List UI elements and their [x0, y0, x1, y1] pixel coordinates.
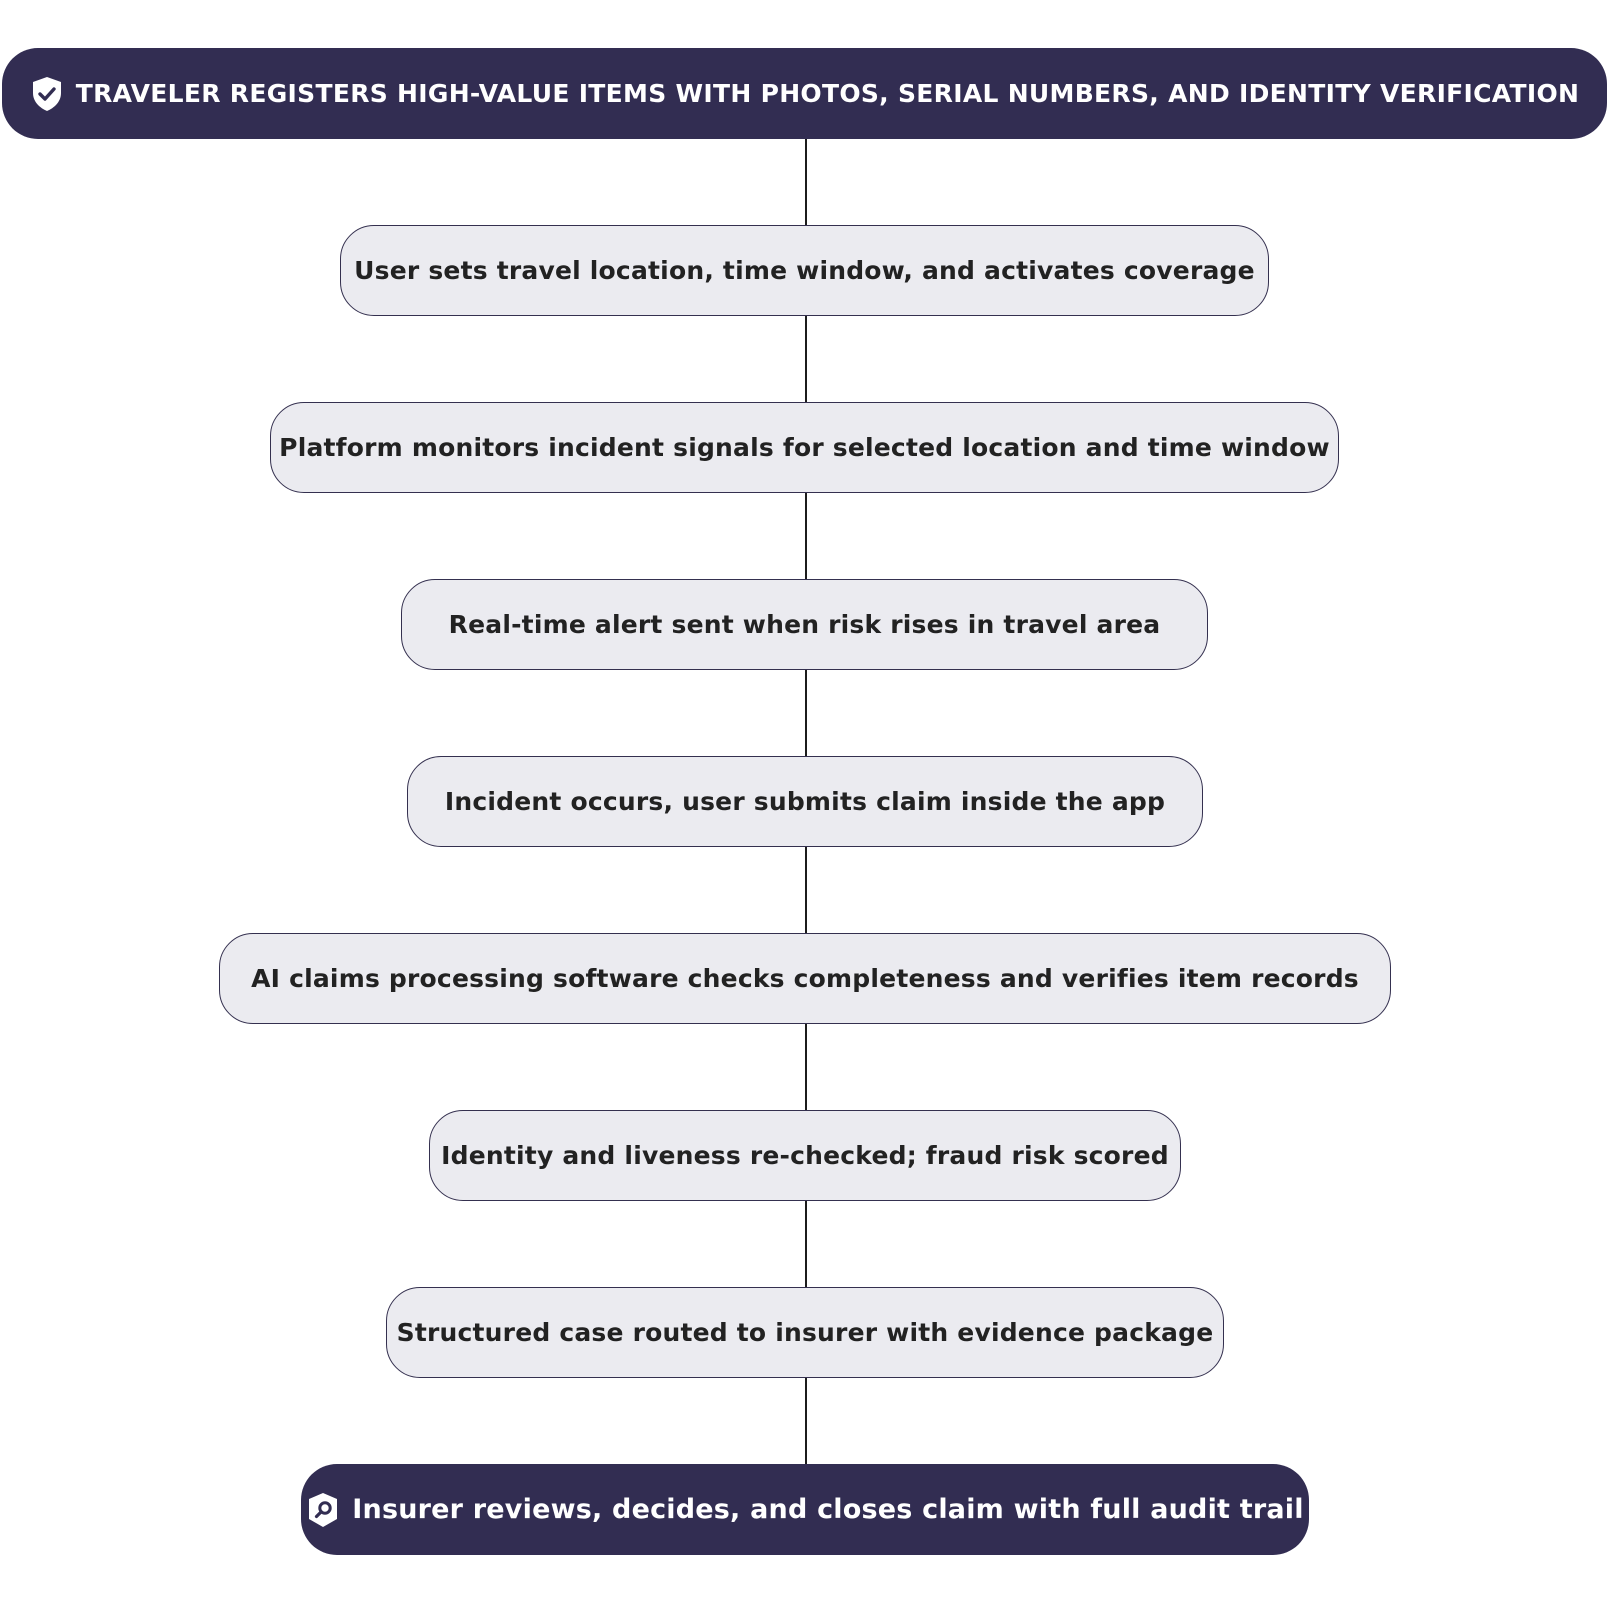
connector-line [805, 670, 807, 756]
step-node-label: Real-time alert sent when risk rises in … [448, 610, 1161, 639]
shield-check-icon [30, 76, 64, 112]
step-node-1: User sets travel location, time window, … [340, 225, 1269, 316]
connector-line [805, 493, 807, 579]
step-node-label: Identity and liveness re-checked; fraud … [441, 1141, 1169, 1170]
connector-line [805, 1378, 807, 1464]
step-node-7: Structured case routed to insurer with e… [386, 1287, 1224, 1378]
shield-search-icon [306, 1492, 340, 1528]
step-node-label: Incident occurs, user submits claim insi… [444, 787, 1166, 816]
connector-line [805, 1201, 807, 1287]
step-node-5: AI claims processing software checks com… [219, 933, 1391, 1024]
end-node: Insurer reviews, decides, and closes cla… [301, 1464, 1309, 1555]
start-node: TRAVELER REGISTERS HIGH-VALUE ITEMS WITH… [2, 48, 1607, 139]
step-node-2: Platform monitors incident signals for s… [270, 402, 1339, 493]
step-node-label: Platform monitors incident signals for s… [279, 433, 1330, 462]
start-node-label: TRAVELER REGISTERS HIGH-VALUE ITEMS WITH… [75, 79, 1580, 108]
end-node-label: Insurer reviews, decides, and closes cla… [352, 1494, 1304, 1525]
connector-line [805, 139, 807, 225]
connector-line [805, 1024, 807, 1110]
step-node-6: Identity and liveness re-checked; fraud … [429, 1110, 1181, 1201]
step-node-3: Real-time alert sent when risk rises in … [401, 579, 1208, 670]
step-node-4: Incident occurs, user submits claim insi… [407, 756, 1203, 847]
step-node-label: User sets travel location, time window, … [354, 256, 1255, 285]
step-node-label: Structured case routed to insurer with e… [396, 1318, 1214, 1347]
connector-line [805, 847, 807, 933]
step-node-label: AI claims processing software checks com… [251, 964, 1359, 993]
connector-line [805, 316, 807, 402]
